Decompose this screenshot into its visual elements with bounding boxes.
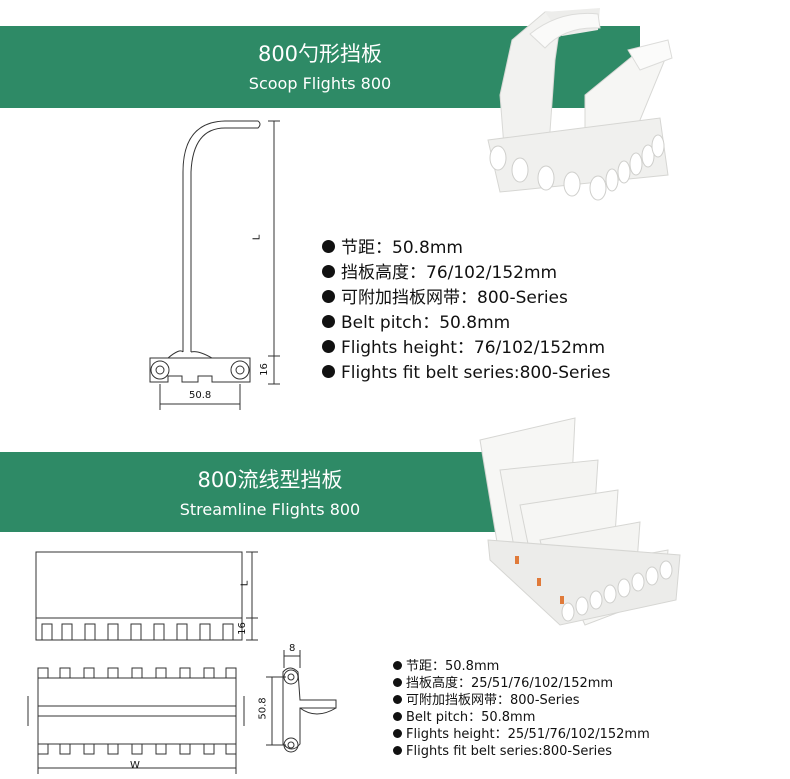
bullet-icon — [393, 678, 402, 687]
spec-item: Flights height：76/102/152mm — [322, 336, 610, 361]
spec-item: Flights fit belt series:800-Series — [322, 361, 610, 386]
section1-title-en: Scoop Flights 800 — [248, 74, 392, 93]
spec-item: 节距：50.8mm — [393, 658, 650, 675]
section2-title-en: Streamline Flights 800 — [179, 500, 361, 519]
bullet-icon — [393, 661, 402, 670]
spec-item: 可附加挡板网带：800-Series — [322, 286, 610, 311]
bullet-icon — [322, 240, 335, 253]
bullet-icon — [393, 746, 402, 755]
section2-title-band: 800流线型挡板 Streamline Flights 800 — [0, 452, 540, 532]
section2-title-cn: 800流线型挡板 — [197, 468, 343, 492]
spec-item: Belt pitch：50.8mm — [393, 709, 650, 726]
spec-item: Flights fit belt series:800-Series — [393, 743, 650, 760]
bullet-icon — [393, 695, 402, 704]
bullet-icon — [393, 729, 402, 738]
streamline-dim-8: 8 — [289, 643, 296, 654]
spec-item: 可附加挡板网带：800-Series — [393, 692, 650, 709]
section1-title-cn: 800勺形挡板 — [257, 42, 383, 66]
section2-spec-list: 节距：50.8mm 挡板高度：25/51/76/102/152mm 可附加挡板网… — [393, 658, 650, 760]
spec-item: 节距：50.8mm — [322, 236, 610, 261]
bullet-icon — [322, 315, 335, 328]
spec-item: Flights height：25/51/76/102/152mm — [393, 726, 650, 743]
bullet-icon — [322, 365, 335, 378]
bullet-icon — [322, 340, 335, 353]
spec-item: Belt pitch：50.8mm — [322, 311, 610, 336]
streamline-dim-16: 16 — [236, 622, 248, 635]
bullet-icon — [322, 265, 335, 278]
streamline-dim-W: W — [130, 760, 140, 771]
streamline-dim-L: L — [239, 580, 251, 587]
streamline-dim-pitch: 50.8 — [257, 697, 269, 720]
spec-item: 挡板高度：76/102/152mm — [322, 261, 610, 286]
bullet-icon — [393, 712, 402, 721]
bullet-icon — [322, 290, 335, 303]
section1-spec-list: 节距：50.8mm 挡板高度：76/102/152mm 可附加挡板网带：800-… — [322, 236, 610, 386]
spec-item: 挡板高度：25/51/76/102/152mm — [393, 675, 650, 692]
scoop-dim-pitch: 50.8 — [189, 390, 212, 401]
